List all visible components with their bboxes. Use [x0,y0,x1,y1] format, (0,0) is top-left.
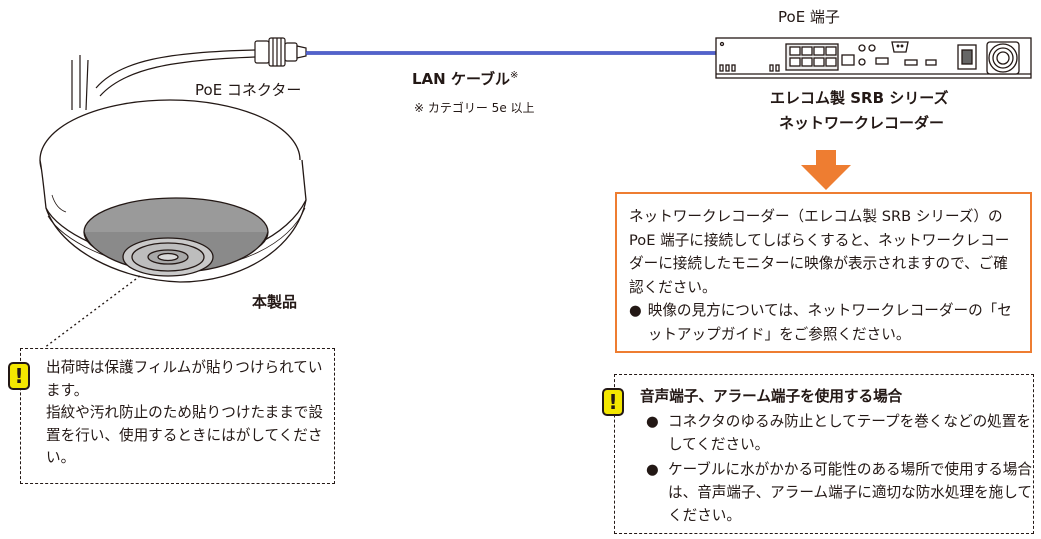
caution-terminals-title: 音声端子、アラーム端子を使用する場合 [640,388,903,405]
bullet-dot-icon: ● [629,302,642,319]
lan-cable-note: ※ カテゴリー 5e 以上 [414,101,535,115]
lan-cable-label-text: LAN ケーブル [412,70,511,88]
leader-line [43,275,141,349]
recorder-name-line2: ネットワークレコーダー [779,114,945,132]
caution-terminals-item-text: コネクタのゆるみ防止としてテープを巻くなどの処置をしてください。 [668,413,1031,453]
caution-terminals-item: ● ケーブルに水がかかる可能性のある場所で使用する場合は、音声端子、アラーム端子… [640,458,1035,527]
caution-box-terminals [614,374,1034,534]
lan-cable-footnote-mark: ※ [510,70,519,81]
caution-icon: ! [602,388,624,416]
lan-cable-label: LAN ケーブル※ [412,68,518,89]
caution-terminals-content: 音声端子、アラーム端子を使用する場合 ● コネクタのゆるみ防止としてテープを巻く… [640,385,1035,527]
caution-terminals-item-text: ケーブルに水がかかる可能性のある場所で使用する場合は、音声端子、アラーム端子に適… [668,461,1032,524]
caution-icon: ! [8,362,30,390]
caution-terminals-item: ● コネクタのゆるみ防止としてテープを巻くなどの処置をしてください。 [640,410,1035,456]
caution-film-text: 出荷時は保護フィルムが貼りつけられています。 指紋や汚れ防止のため貼りつけたまま… [46,357,332,470]
caution-film-line1: 出荷時は保護フィルムが貼りつけられています。 [46,359,323,399]
down-arrow-icon [801,150,851,190]
recorder-name-line1: エレコム製 SRB シリーズ [770,89,949,107]
info-bullet: ● 映像の見方については、ネットワークレコーダーの「セットアップガイド」をご参照… [629,299,1020,346]
product-label: 本製品 [252,293,298,311]
network-recorder-drawing [715,37,1032,79]
info-bullet-text: 映像の見方については、ネットワークレコーダーの「セットアップガイド」をご参照くだ… [647,302,1012,343]
poe-connector-drawing [254,37,307,67]
bullet-dot-icon: ● [646,413,659,430]
caution-box-film [20,348,335,484]
camera-body-drawing [39,99,307,283]
monitor-check-info-box: ネットワークレコーダー（エレコム製 SRB シリーズ）の PoE 端子に接続して… [615,192,1032,353]
bullet-dot-icon: ● [646,461,659,478]
caution-film-line2: 指紋や汚れ防止のため貼りつけたままで設置を行い、使用するときにはがしてください。 [46,404,323,466]
camera-cable-bundle [71,49,256,111]
poe-connector-label: PoE コネクター [195,81,302,99]
info-paragraph: ネットワークレコーダー（エレコム製 SRB シリーズ）の PoE 端子に接続して… [629,208,1010,296]
poe-port-label: PoE 端子 [778,8,840,26]
